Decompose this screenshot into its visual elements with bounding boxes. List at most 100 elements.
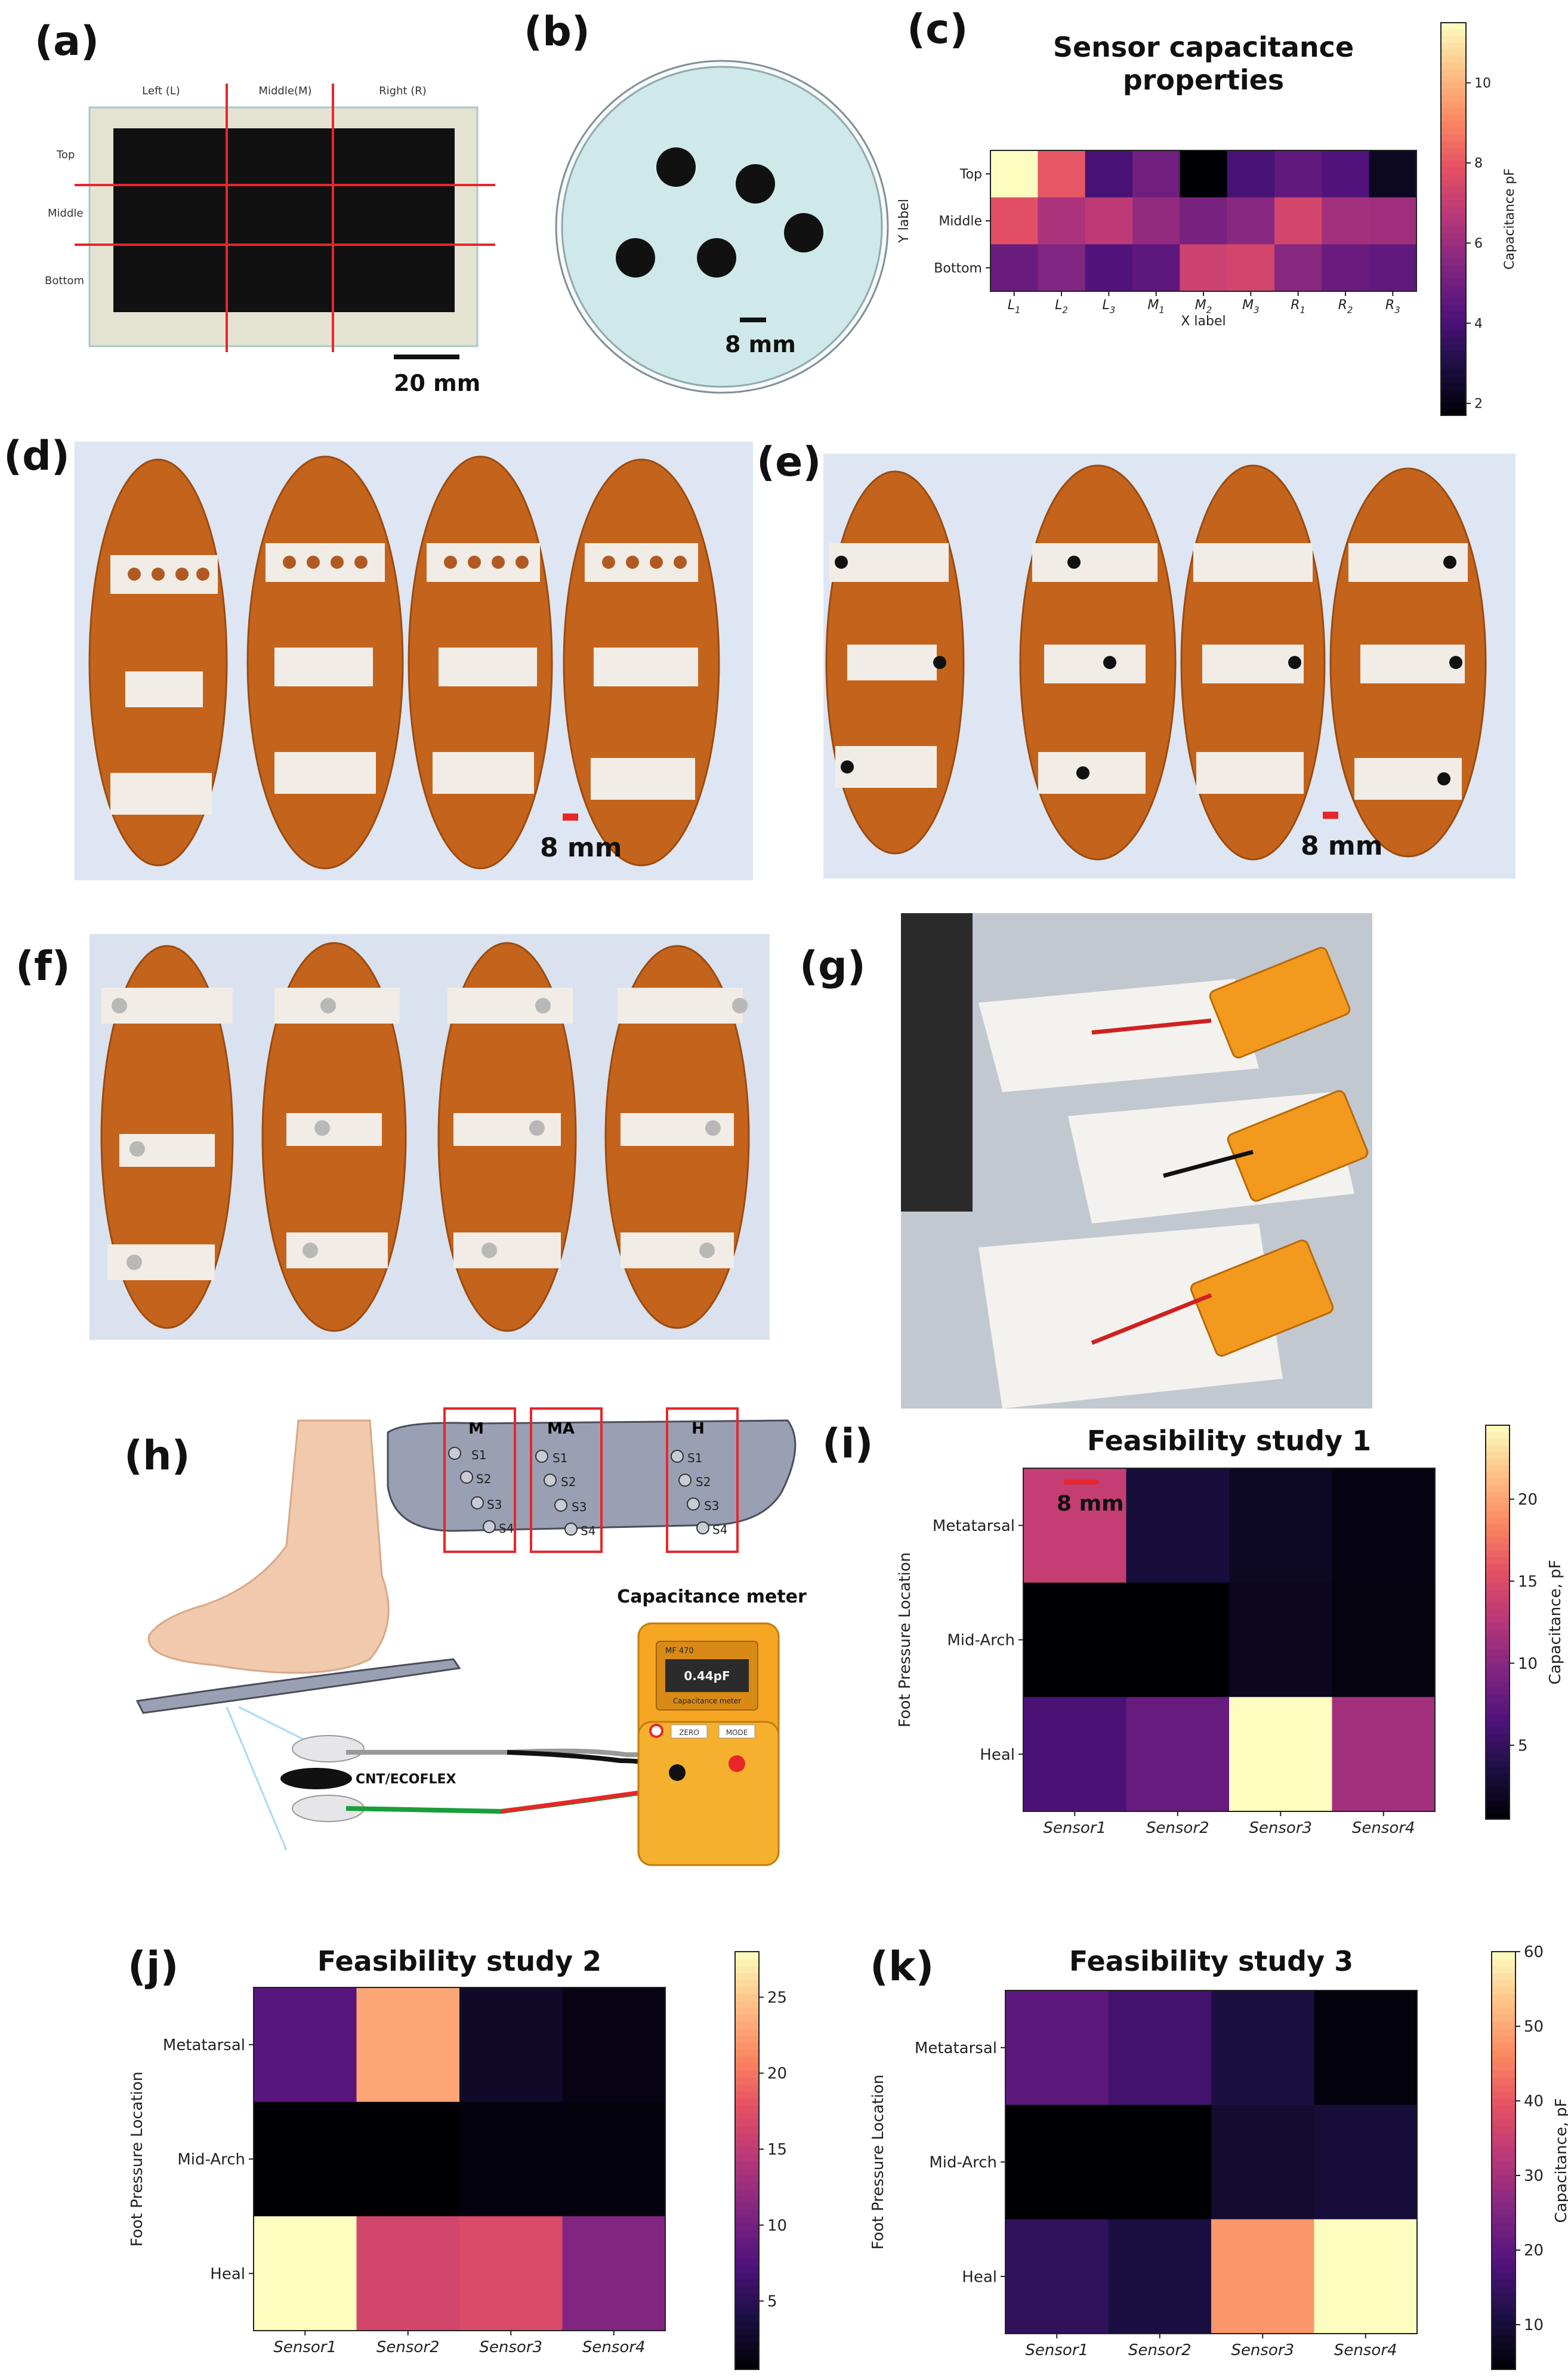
x-tick-label: Sensor3 <box>1249 1819 1312 1837</box>
colorbar-segment <box>1492 2084 1515 2092</box>
colorbar-segment <box>1492 1973 1515 1980</box>
colorbar-segment <box>1441 389 1466 397</box>
zone-box-mid-arch <box>530 1407 603 1553</box>
colorbar-segment <box>735 2292 759 2301</box>
colorbar-segment <box>735 2300 759 2307</box>
meter-zero-button[interactable] <box>671 1724 708 1739</box>
heatmap-cell <box>1180 150 1228 198</box>
colorbar-segment <box>1492 2056 1515 2064</box>
colorbar-segment <box>1486 1603 1510 1610</box>
insole-side-view <box>135 1658 461 1714</box>
y-tick-label: Metatarsal <box>163 2036 245 2054</box>
colorbar-segment <box>1441 167 1466 174</box>
row-label-bottom: Bottom <box>45 275 84 287</box>
colorbar-segment <box>1441 271 1466 279</box>
colorbar-segment <box>1492 2007 1515 2015</box>
heatmap-cell <box>1180 244 1228 292</box>
meter-terminal-red <box>729 1755 745 1772</box>
colorbar-segment <box>1486 1524 1510 1531</box>
colorbar-segment <box>1486 1773 1510 1780</box>
scale-bar-d <box>563 813 578 821</box>
colorbar-segment <box>735 2279 759 2286</box>
colorbar-segment <box>1441 264 1466 272</box>
x-tick-label: R2 <box>1338 298 1353 316</box>
colorbar-segment <box>1441 238 1466 246</box>
colorbar-segment <box>1441 114 1466 122</box>
colorbar-segment <box>1492 2244 1515 2252</box>
colorbar-segment <box>1441 402 1466 410</box>
colorbar-segment <box>1486 1511 1510 1518</box>
heatmap-cell <box>254 1987 357 2103</box>
x-tick-label: R1 <box>1291 298 1305 316</box>
colorbar-segment <box>1441 350 1466 358</box>
colorbar-segment <box>1492 2279 1515 2286</box>
colorbar-segment <box>1492 1993 1515 2001</box>
sensor-label-m-s3: S3 <box>487 1497 502 1512</box>
colorbar-segment <box>735 2125 759 2134</box>
colorbar-segment <box>735 2320 759 2328</box>
photo-e-illustration: 8 mm <box>823 454 1515 879</box>
meter-power-button[interactable] <box>649 1724 663 1738</box>
x-tick-label: L2 <box>1055 298 1068 316</box>
colorbar-segment <box>1486 1478 1510 1485</box>
y-tick-label: Metatarsal <box>933 1517 1015 1535</box>
colorbar-segment <box>1441 409 1466 416</box>
colorbar-segment <box>1486 1760 1510 1767</box>
y-axis-label: Foot Pressure Location <box>871 2075 887 2250</box>
heatmap-cell <box>1314 2219 1418 2334</box>
scale-text-a: 20 mm <box>394 370 480 396</box>
heatmap-cell <box>254 2101 357 2217</box>
heatmap-cell <box>1229 1697 1332 1812</box>
colorbar-segment <box>1492 2112 1515 2119</box>
colorbar-segment <box>1492 2140 1515 2147</box>
colorbar-segment <box>1486 1767 1510 1774</box>
colorbar-segment <box>1486 1675 1510 1682</box>
colorbar-segment <box>1492 2125 1515 2134</box>
colorbar-segment <box>1441 317 1466 325</box>
chart-title: Feasibility study 1 <box>1087 1425 1371 1457</box>
colorbar-segment <box>1486 1747 1510 1754</box>
colorbar-segment <box>1492 2119 1515 2127</box>
colorbar-segment <box>1441 134 1466 141</box>
photo-d-illustration: 8 mm <box>75 442 753 880</box>
colorbar-segment <box>1441 173 1466 181</box>
x-tick-label: Sensor1 <box>1043 1819 1106 1837</box>
x-tick-label: M2 <box>1195 298 1212 316</box>
colorbar-segment <box>1441 23 1466 30</box>
colorbar-segment <box>1441 35 1466 43</box>
y-tick-label: Middle <box>939 214 982 229</box>
x-tick-label: Sensor2 <box>1128 2341 1192 2359</box>
colorbar-segment <box>1441 68 1466 76</box>
colorbar-segment <box>1441 193 1466 201</box>
photo-panel-g <box>901 913 1372 1409</box>
x-tick-label: L1 <box>1008 298 1021 316</box>
colorbar-segment <box>1441 101 1466 109</box>
colorbar-segment <box>735 2286 759 2294</box>
colorbar-segment <box>1492 2272 1515 2280</box>
colorbar-segment <box>735 2209 759 2217</box>
meter-mode-button[interactable] <box>718 1724 755 1739</box>
x-tick-label: Sensor3 <box>1231 2341 1294 2359</box>
colorbar-segment <box>735 2167 759 2175</box>
heatmap-cell <box>1314 1990 1418 2106</box>
colorbar-segment <box>735 2104 759 2113</box>
colorbar-segment <box>1492 2161 1515 2168</box>
photo-g-illustration <box>901 913 1372 1409</box>
colorbar-segment <box>735 2056 759 2064</box>
colorbar-segment <box>1492 2000 1515 2008</box>
x-tick-label: Sensor1 <box>1025 2341 1088 2359</box>
y-tick-label: Metatarsal <box>915 2039 997 2057</box>
colorbar-segment <box>1492 2209 1515 2217</box>
colorbar-segment <box>735 2265 759 2273</box>
sensor-label-m-s4: S4 <box>499 1521 514 1536</box>
colorbar-tick-label: 10 <box>1524 2316 1544 2334</box>
y-tick-label: Heal <box>980 1746 1015 1764</box>
heatmap-cell <box>562 1987 666 2103</box>
colorbar-segment <box>1486 1708 1510 1715</box>
colorbar-segment <box>1486 1425 1510 1432</box>
sensor-label-ma-s4: S4 <box>581 1524 595 1538</box>
colorbar-segment <box>1492 2237 1515 2245</box>
colorbar-tick-label: 6 <box>1474 236 1483 251</box>
